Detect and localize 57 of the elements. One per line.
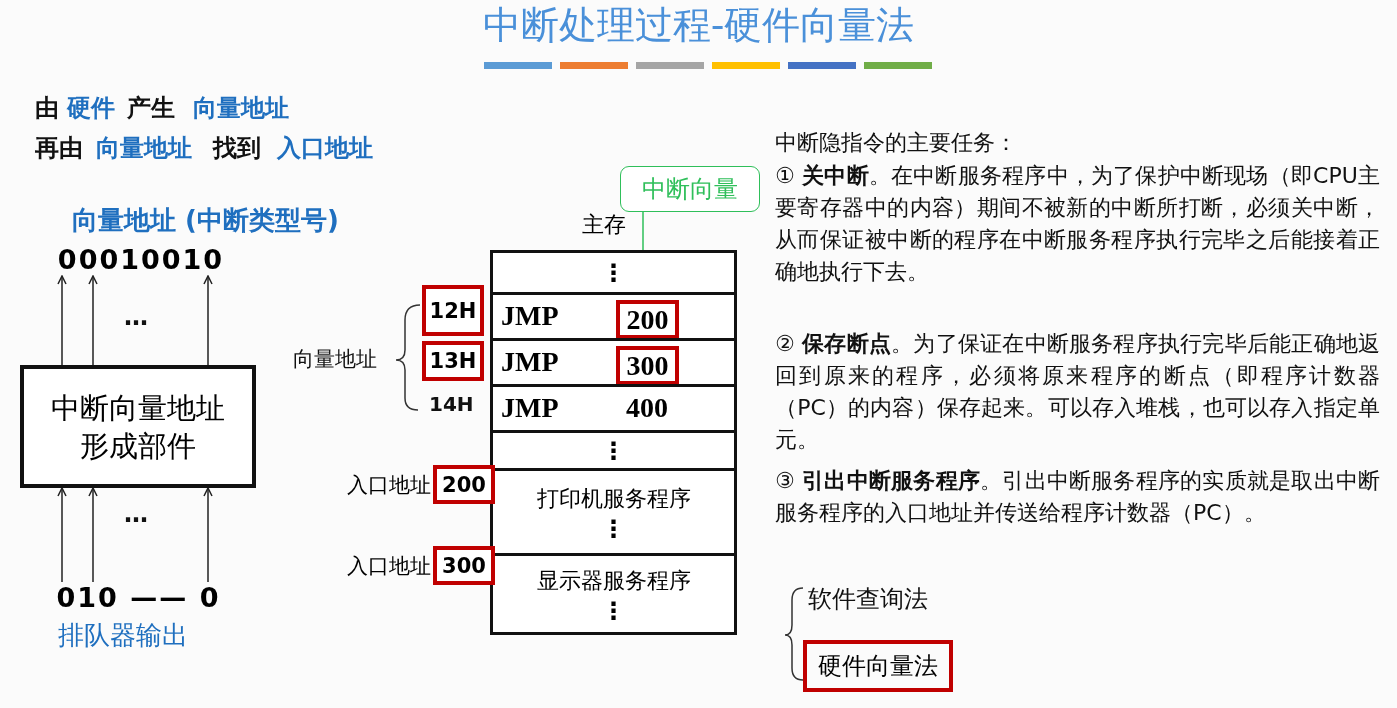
component-box: 中断向量地址形成部件 [20, 365, 256, 488]
ellipsis-mark: … [124, 500, 148, 528]
callout-box: 中断向量 [620, 166, 760, 212]
slide-title: 中断处理过程-硬件向量法 [481, 2, 916, 49]
ellipsis-mark: ⋮ [601, 516, 626, 542]
instruction-text: JMP [501, 300, 559, 332]
intro-text: 再由 [35, 133, 83, 164]
section-heading: 中断隐指令的主要任务： [775, 129, 1017, 157]
memory-cell [490, 250, 737, 295]
highlight-box: 200 [433, 465, 495, 504]
address-caption: 入口地址 [347, 553, 431, 580]
task-paragraph: ② 保存断点。为了保证在中断服务程序执行完毕后能正确地返回到原来的程序，必须将原来程序的断点（即程序计数器（PC）的内容）保存起来。可以存入堆栈，也可以存入指定单元。 [775, 330, 1380, 454]
task-paragraph: ③ 引出中断服务程序。引出中断服务程序的实质就是取出中断服务程序的入口地址并传送给程序计数器（PC）。 [775, 467, 1380, 527]
ellipsis-mark: ⋮ [601, 437, 626, 464]
intro-text: 产生 [127, 93, 175, 124]
memory-cell [490, 430, 737, 471]
bit-values: 00010010 [56, 244, 226, 276]
highlight-box: 12H [422, 285, 484, 336]
program-name: 显示器服务程序 [536, 567, 691, 595]
address-caption: 入口地址 [347, 472, 431, 499]
highlight-box: 硬件向量法 [803, 640, 953, 692]
arrow [57, 275, 67, 366]
highlight-box: 300 [433, 546, 495, 585]
task-paragraph: ① 关中断。在中断服务程序中，为了保护中断现场（即CPU主要寄存器中的内容）期间不被新的中断所打断，必须关中断，从而保证被中断的程序在中断服务程序执行完毕之后能接着正确地执行下去。 [775, 162, 1380, 286]
keyword-text: 向量地址 [96, 133, 192, 164]
ellipsis-mark: ⋮ [601, 259, 626, 286]
address-label: 14H [429, 392, 474, 416]
ellipsis-mark: … [124, 303, 148, 331]
memory-cell [490, 468, 737, 556]
memory-heading: 主存 [582, 211, 626, 239]
keyword-text: 硬件 [67, 93, 115, 124]
arrow [203, 487, 213, 583]
instruction-text: JMP [501, 392, 559, 424]
intro-text: 找到 [213, 133, 261, 164]
bit-values: 010 —— 0 [56, 582, 221, 614]
queue-output-label: 排队器输出 [58, 619, 188, 652]
arrow [88, 275, 98, 366]
highlight-box: 300 [616, 346, 679, 385]
vector-address-heading: 向量地址 (中断类型号) [72, 204, 339, 237]
method-label: 软件查询法 [808, 584, 928, 615]
instruction-text: JMP [501, 346, 559, 378]
keyword-text: 向量地址 [193, 93, 289, 124]
memory-cell [490, 384, 737, 433]
highlight-box: 13H [422, 341, 484, 381]
vector-address-label: 向量地址 [293, 346, 377, 373]
arrow [203, 275, 213, 366]
arrow [57, 487, 67, 583]
intro-text: 由 [35, 93, 59, 124]
program-name: 打印机服务程序 [536, 485, 691, 513]
arrow [88, 487, 98, 583]
memory-cell [490, 338, 737, 387]
address-value: 400 [626, 392, 668, 424]
highlight-box: 200 [616, 300, 679, 339]
memory-cell [490, 292, 737, 341]
ellipsis-mark: ⋮ [601, 598, 626, 624]
memory-cell [490, 553, 737, 635]
keyword-text: 入口地址 [277, 133, 373, 164]
